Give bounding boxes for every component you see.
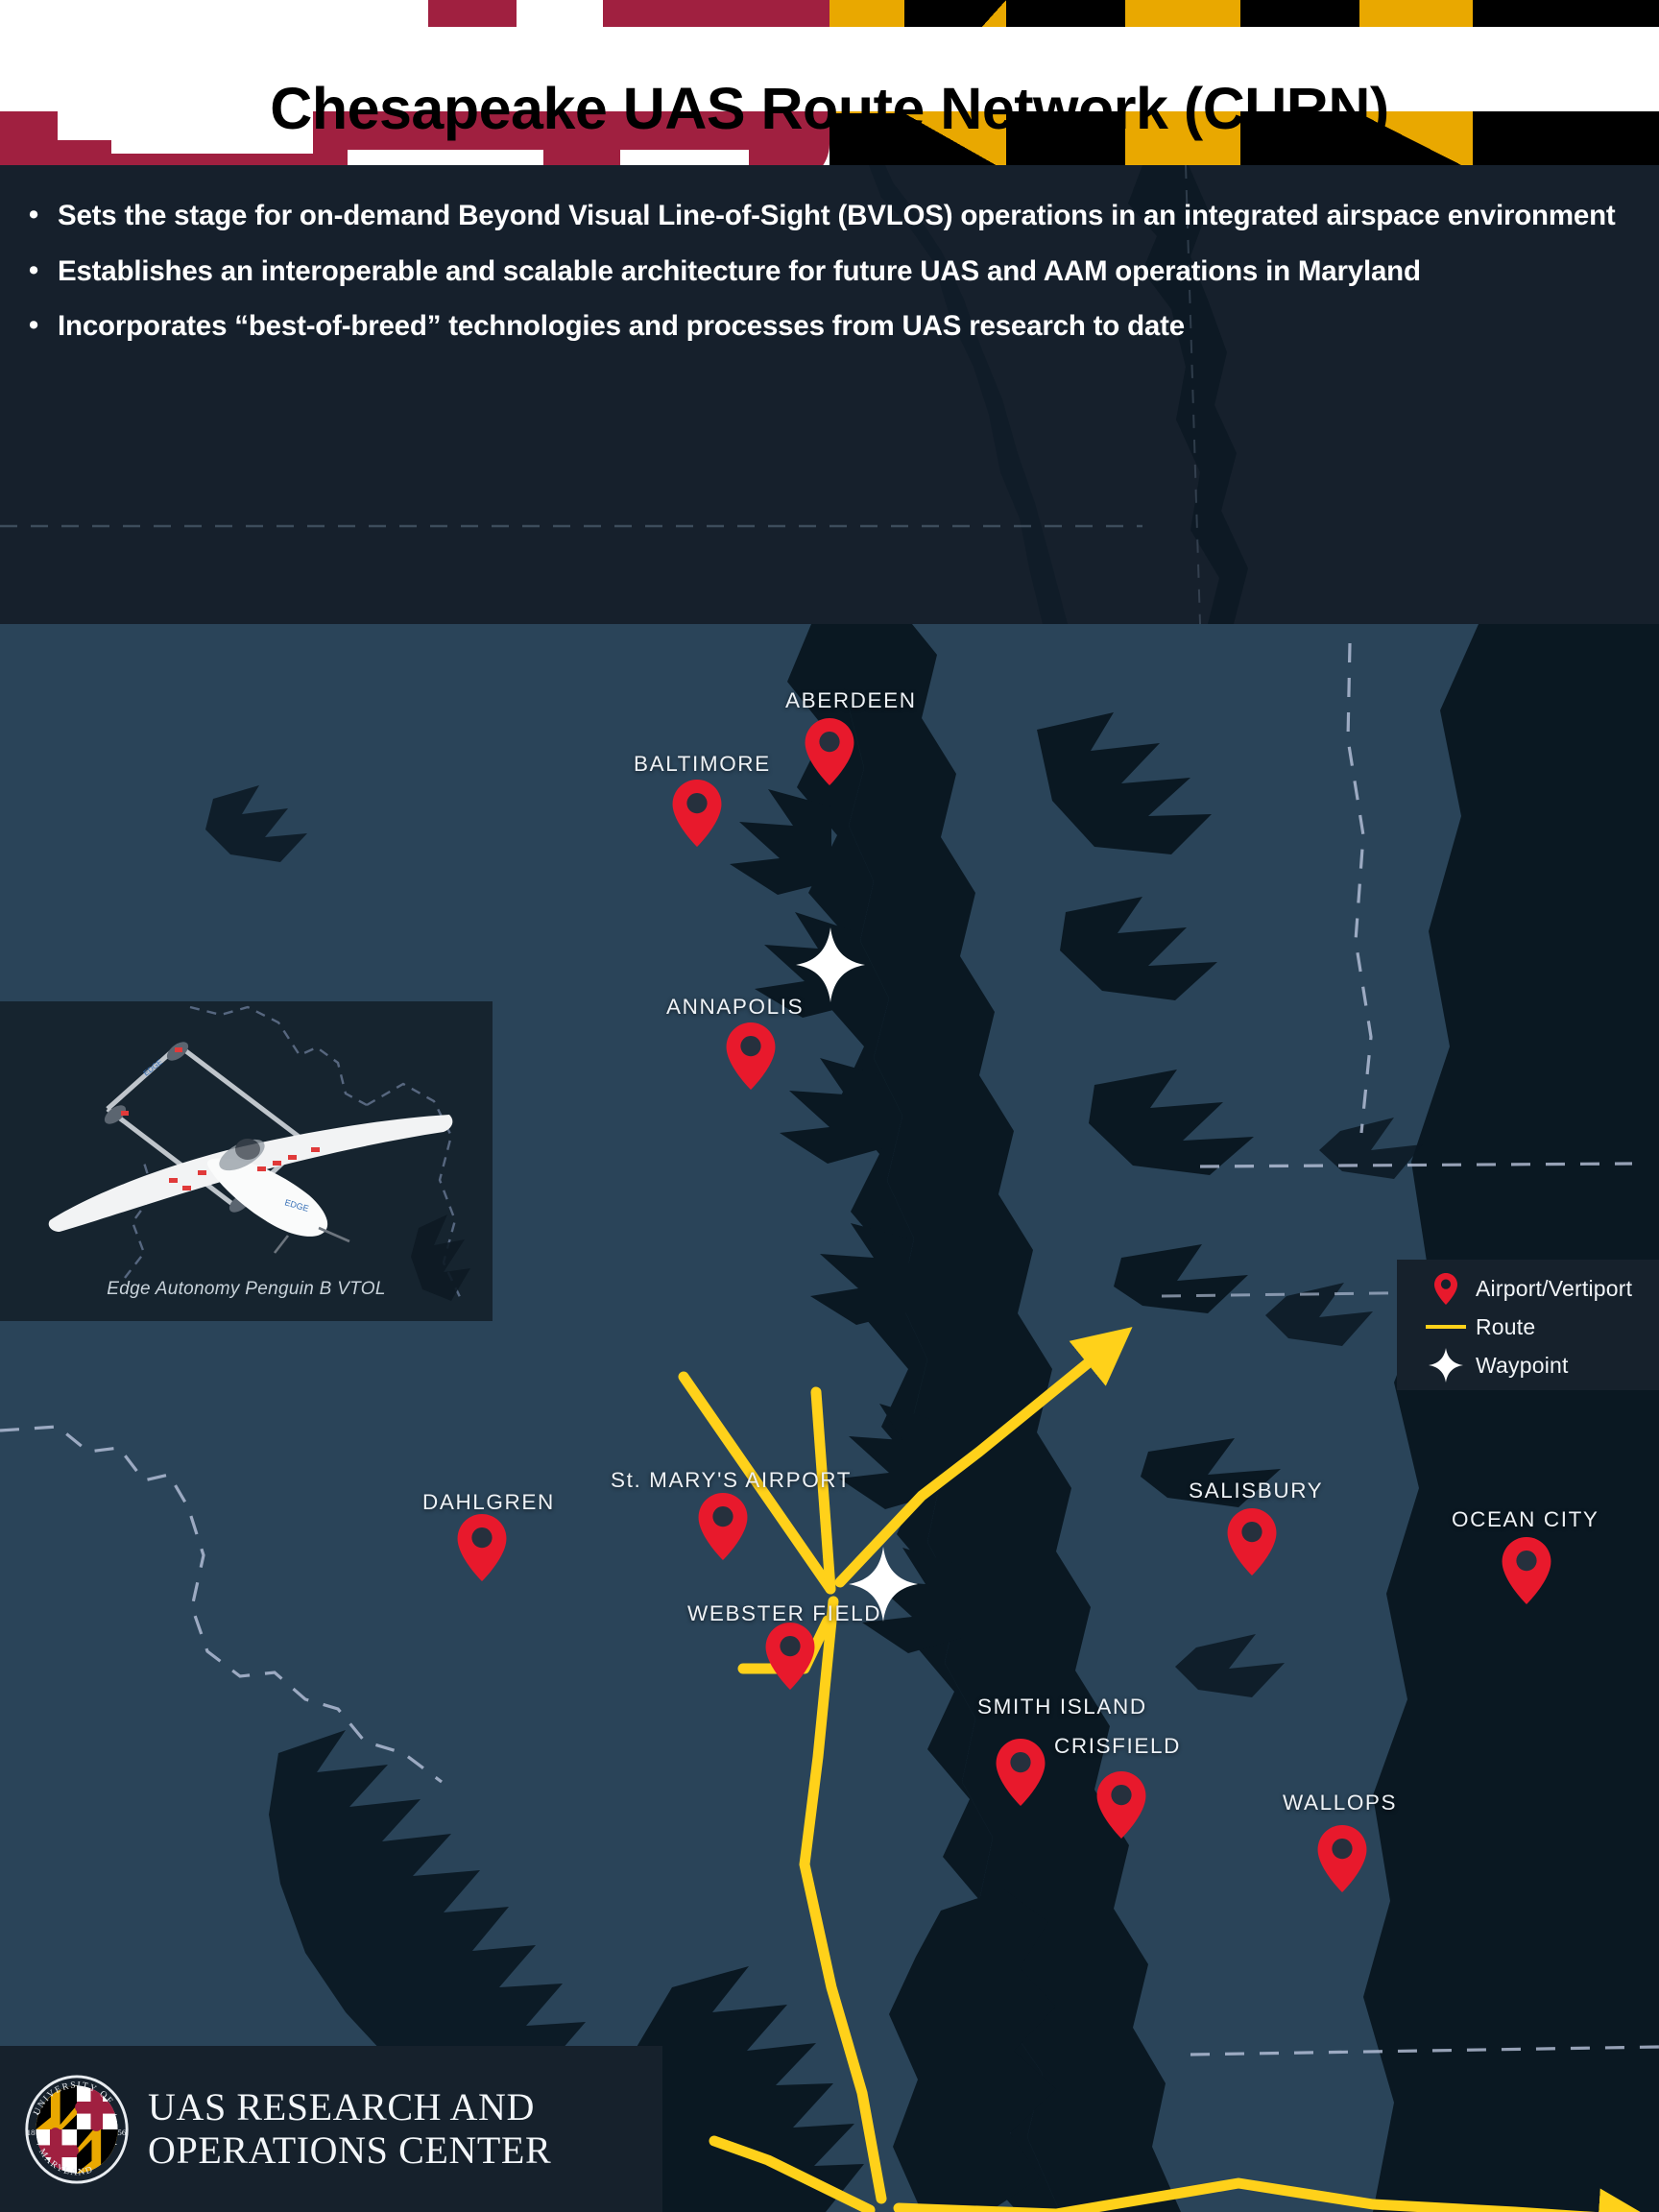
route-network-map[interactable]: BALTIMORE ABERDEEN ANNAPOLIS DAHLGREN St. MA… xyxy=(0,624,1659,2212)
airport-label: CRISFIELD xyxy=(1054,1734,1181,1758)
map-graphics xyxy=(0,624,1659,2212)
airport-label: BALTIMORE xyxy=(634,752,771,776)
seal-year-right: 56 xyxy=(118,2127,127,2136)
university-of-maryland-seal: UNIVERSITY OF MARYLAND 18 56 xyxy=(25,2074,129,2184)
map-pin-icon[interactable] xyxy=(765,1623,815,1690)
map-pin-icon[interactable] xyxy=(805,718,854,785)
map-pin-icon[interactable] xyxy=(698,1493,748,1560)
org-line-1: UAS RESEARCH AND xyxy=(148,2084,535,2128)
bullet-item: Sets the stage for on-demand Beyond Visu… xyxy=(21,188,1642,244)
legend-label-airport: Airport/Vertiport xyxy=(1476,1275,1633,1301)
airport-label: OCEAN CITY xyxy=(1452,1507,1599,1531)
four-point-star-icon[interactable] xyxy=(796,927,865,1002)
map-pin-icon[interactable] xyxy=(1502,1537,1551,1604)
aircraft-inset-photo: EDGE EDGE Edge Autonomy Penguin B VTOL xyxy=(0,1001,493,1321)
seal-year-left: 18 xyxy=(27,2127,36,2136)
airport-label: ABERDEEN xyxy=(785,688,917,712)
map-pin-icon[interactable] xyxy=(1096,1771,1146,1839)
legend-row-airport: Airport/Vertiport xyxy=(1424,1269,1659,1308)
line-segment-icon xyxy=(1424,1322,1468,1332)
penguin-b-vtol-illustration: EDGE EDGE xyxy=(0,1001,493,1321)
map-pin-icon[interactable] xyxy=(996,1739,1046,1806)
map-legend: Airport/Vertiport Route Waypoint xyxy=(1397,1260,1659,1390)
org-name: UAS RESEARCH AND OPERATIONS CENTER xyxy=(148,2084,552,2173)
map-pin-icon xyxy=(1424,1272,1468,1305)
bullet-list: Sets the stage for on-demand Beyond Visu… xyxy=(0,165,1659,354)
legend-label-route: Route xyxy=(1476,1313,1536,1339)
four-point-star-icon xyxy=(1424,1348,1468,1382)
org-line-2: OPERATIONS CENTER xyxy=(148,2128,552,2172)
bullet-item: Incorporates “best-of-breed” technologie… xyxy=(21,299,1642,354)
airport-label: ANNAPOLIS xyxy=(666,995,805,1019)
airport-label: SALISBURY xyxy=(1189,1479,1324,1503)
four-point-star-icon[interactable] xyxy=(849,1547,918,1622)
airport-label: WALLOPS xyxy=(1283,1791,1398,1815)
map-pin-icon[interactable] xyxy=(1227,1508,1277,1575)
page-title: Chesapeake UAS Route Network (CURN) xyxy=(270,75,1389,141)
inset-caption: Edge Autonomy Penguin B VTOL xyxy=(107,1279,386,1299)
poster-header: Chesapeake UAS Route Network (CURN) xyxy=(0,0,1659,165)
airport-label: St. MARY'S AIRPORT xyxy=(611,1468,853,1492)
title-white-stripe xyxy=(0,27,1659,111)
legend-row-waypoint: Waypoint xyxy=(1424,1346,1659,1384)
key-points-panel: Sets the stage for on-demand Beyond Visu… xyxy=(0,165,1659,624)
airport-label: DAHLGREN xyxy=(422,1490,555,1514)
airport-label: WEBSTER FIELD xyxy=(687,1601,882,1625)
map-pin-icon[interactable] xyxy=(457,1514,507,1581)
legend-label-waypoint: Waypoint xyxy=(1476,1352,1569,1378)
airport-label: SMITH ISLAND xyxy=(977,1695,1147,1719)
legend-row-route: Route xyxy=(1424,1308,1659,1346)
map-pin-icon[interactable] xyxy=(726,1022,776,1090)
umd-uasroc-logo: UNIVERSITY OF MARYLAND 18 56 UAS RESEARC… xyxy=(0,2046,662,2212)
map-pin-icon[interactable] xyxy=(672,780,722,847)
bullet-item: Establishes an interoperable and scalabl… xyxy=(21,244,1642,300)
map-pin-icon[interactable] xyxy=(1317,1825,1367,1892)
